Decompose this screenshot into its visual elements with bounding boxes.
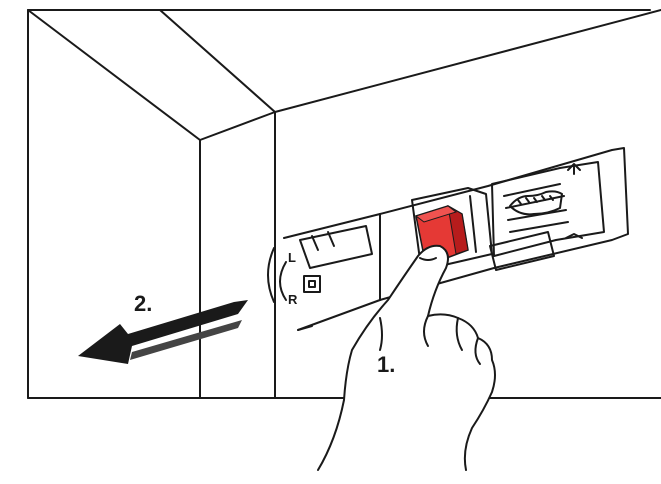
right-mechanism [489,161,605,271]
right-side-mark: R [288,292,298,307]
adjust-wheel-icon [509,190,563,216]
left-mechanism [299,225,373,293]
down-arrow-mark-icon [565,233,583,239]
left-side-mark: L [288,250,296,265]
arrow-left-icon [78,300,248,364]
step-1-label: 1. [377,352,396,377]
step-2-label: 2. [134,291,153,316]
up-arrow-mark-icon [567,163,581,175]
hand-icon [317,244,496,471]
